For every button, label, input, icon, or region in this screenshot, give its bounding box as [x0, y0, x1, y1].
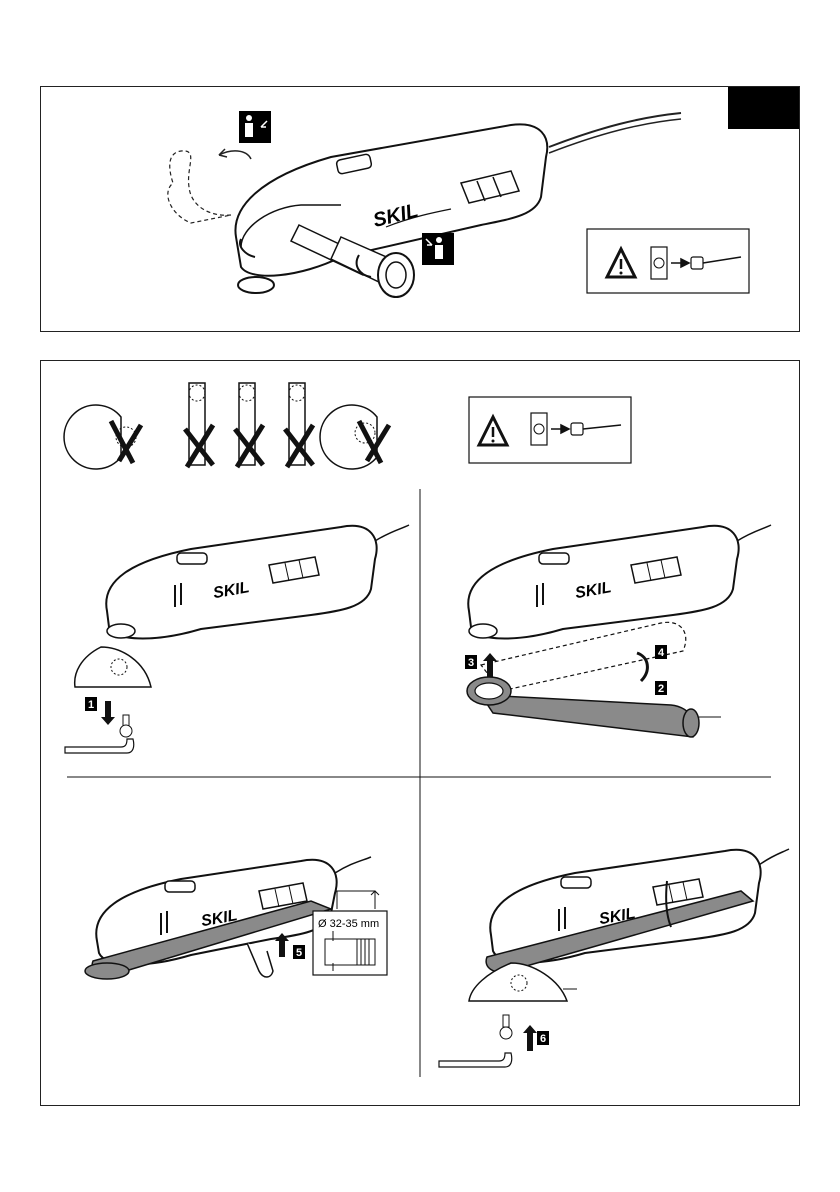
multitool-q2 — [468, 525, 771, 639]
forbidden-accessories — [64, 383, 389, 469]
screw-q1 — [120, 715, 132, 737]
step-6-badge: 6 — [537, 1031, 549, 1045]
hose-diameter-label: Ø 32-35 mm — [318, 918, 379, 930]
operator-icon — [422, 233, 454, 265]
bottom-panel-drawing: SKIL 1 SKIL — [41, 361, 799, 1105]
bottom-panel: SKIL 1 SKIL — [40, 360, 800, 1106]
arrow-up-icon — [483, 653, 497, 677]
multitool-q1 — [106, 525, 409, 639]
unplug-icon — [531, 413, 547, 445]
svg-text:6: 6 — [540, 1033, 546, 1045]
sanding-pad-q1 — [75, 647, 151, 687]
multitool-q4 — [486, 849, 789, 972]
step-1-badge: 1 — [85, 697, 97, 711]
svg-text:4: 4 — [658, 647, 665, 659]
warning-unplug-box — [587, 229, 749, 293]
step-3-badge: 3 — [465, 655, 477, 669]
svg-text:3: 3 — [468, 657, 474, 669]
power-cord — [549, 113, 681, 147]
svg-text:5: 5 — [296, 947, 302, 959]
screw-q4 — [500, 1015, 512, 1039]
hex-key-q1 — [65, 739, 134, 753]
arrow-up-icon — [523, 1025, 537, 1051]
top-panel-drawing: SKIL — [41, 87, 799, 331]
rotate-arrow-icon — [637, 653, 647, 681]
sanding-pad-q4 — [469, 963, 577, 1001]
step-2-badge: 2 — [655, 681, 667, 695]
top-panel: SKIL — [40, 86, 800, 332]
svg-text:2: 2 — [658, 683, 664, 695]
page-tab — [728, 87, 799, 129]
dashed-handle-outline — [168, 151, 231, 223]
warning-unplug-box — [469, 397, 631, 463]
arrow-down-icon — [101, 701, 115, 725]
step-4-badge: 4 — [655, 645, 667, 659]
hex-key-q4 — [439, 1053, 512, 1067]
hose-clip — [247, 943, 273, 977]
unplug-icon — [651, 247, 667, 279]
svg-text:1: 1 — [88, 699, 94, 711]
operator-icon — [239, 111, 271, 143]
dust-adapter — [467, 677, 721, 737]
step-5-badge: 5 — [293, 945, 305, 959]
